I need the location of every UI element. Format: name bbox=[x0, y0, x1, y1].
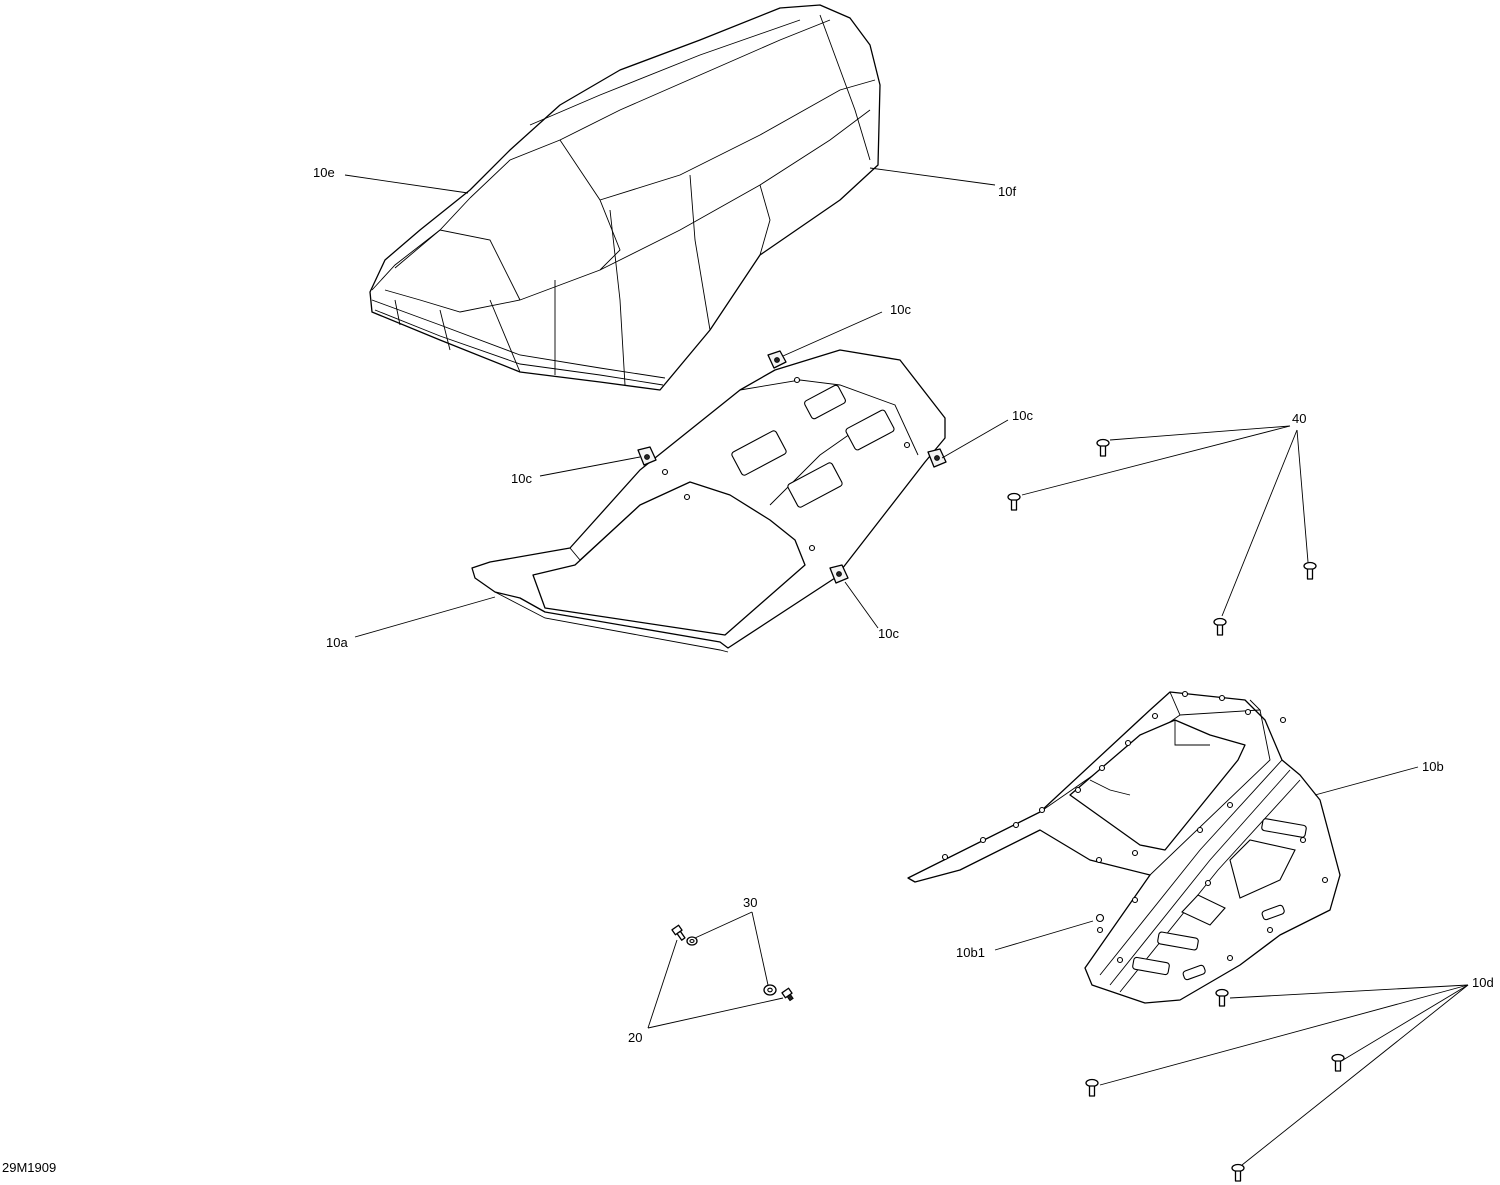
seat-frame bbox=[907, 690, 1341, 1004]
callout-labels: 10e 10f 10c 10c 10c 10c 10a 40 10b 10b1 … bbox=[2, 165, 1494, 1175]
callout-10c-bottom: 10c bbox=[878, 626, 899, 641]
callout-10b: 10b bbox=[1422, 759, 1444, 774]
bolts bbox=[671, 924, 794, 1002]
callout-30: 30 bbox=[743, 895, 757, 910]
callout-10a: 10a bbox=[326, 635, 348, 650]
washers bbox=[686, 936, 777, 996]
callout-40: 40 bbox=[1292, 411, 1306, 426]
callout-20: 20 bbox=[628, 1030, 642, 1045]
frame-insert bbox=[1095, 913, 1105, 923]
base-screws bbox=[1007, 438, 1317, 636]
callout-10d: 10d bbox=[1472, 975, 1494, 990]
frame-screws bbox=[1085, 988, 1345, 1182]
clip-left bbox=[637, 446, 657, 466]
callout-10c-right: 10c bbox=[1012, 408, 1033, 423]
clip-bottom bbox=[829, 564, 849, 584]
callout-10b1: 10b1 bbox=[956, 945, 985, 960]
seat-base-plate bbox=[471, 349, 946, 653]
callout-10f: 10f bbox=[998, 184, 1016, 199]
callout-10c-top: 10c bbox=[890, 302, 911, 317]
callout-10c-left: 10c bbox=[511, 471, 532, 486]
figure-id: 29M1909 bbox=[2, 1160, 56, 1175]
clip-top bbox=[767, 350, 787, 369]
seat-cushion bbox=[369, 4, 881, 391]
callout-10e: 10e bbox=[313, 165, 335, 180]
clip-right bbox=[927, 448, 947, 468]
leader-lines bbox=[344, 167, 1469, 1166]
